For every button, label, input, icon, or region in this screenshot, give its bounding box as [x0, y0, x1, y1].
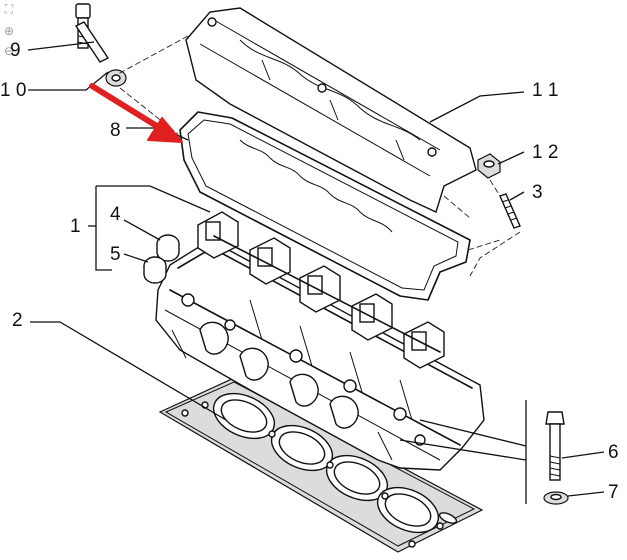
callout-12: 1 2: [532, 142, 558, 163]
rocker-assemblies: [197, 211, 445, 369]
callout-6: 6: [608, 442, 619, 463]
valve-cover: [185, 7, 477, 213]
callout-4: 4: [110, 204, 121, 225]
callout-5: 5: [110, 244, 121, 265]
stud-9: [74, 3, 110, 63]
highlight-arrow: [89, 83, 183, 143]
callout-10: 1 0: [0, 80, 26, 101]
washer-10: [105, 69, 127, 87]
washer-7: [543, 491, 569, 505]
callout-2: 2: [12, 310, 23, 331]
fit-icon[interactable]: ⛶: [4, 2, 14, 16]
zoom-out-icon[interactable]: ⊖: [3, 44, 15, 58]
callout-3: 3: [532, 182, 543, 203]
plug-5: [143, 256, 167, 284]
callout-9: 9: [10, 40, 21, 61]
callout-labels: 9 1 0 8 1 1 1 2 3 1 4 5 2 6 7: [0, 40, 619, 503]
assembly-lines: [117, 35, 521, 277]
callout-1: 1: [70, 216, 81, 237]
callout-7: 7: [608, 482, 619, 503]
cylinder-head: [155, 211, 485, 471]
callout-8: 8: [110, 120, 121, 141]
nut-12: [477, 153, 501, 179]
zoom-in-icon[interactable]: ⊕: [3, 24, 15, 38]
stud-3: [499, 193, 521, 229]
valve-cover-gasket: [179, 111, 471, 301]
callout-11: 1 1: [532, 80, 558, 101]
bolt-6: [545, 411, 565, 481]
head-gasket: [158, 377, 484, 553]
plug-4: [156, 234, 180, 262]
